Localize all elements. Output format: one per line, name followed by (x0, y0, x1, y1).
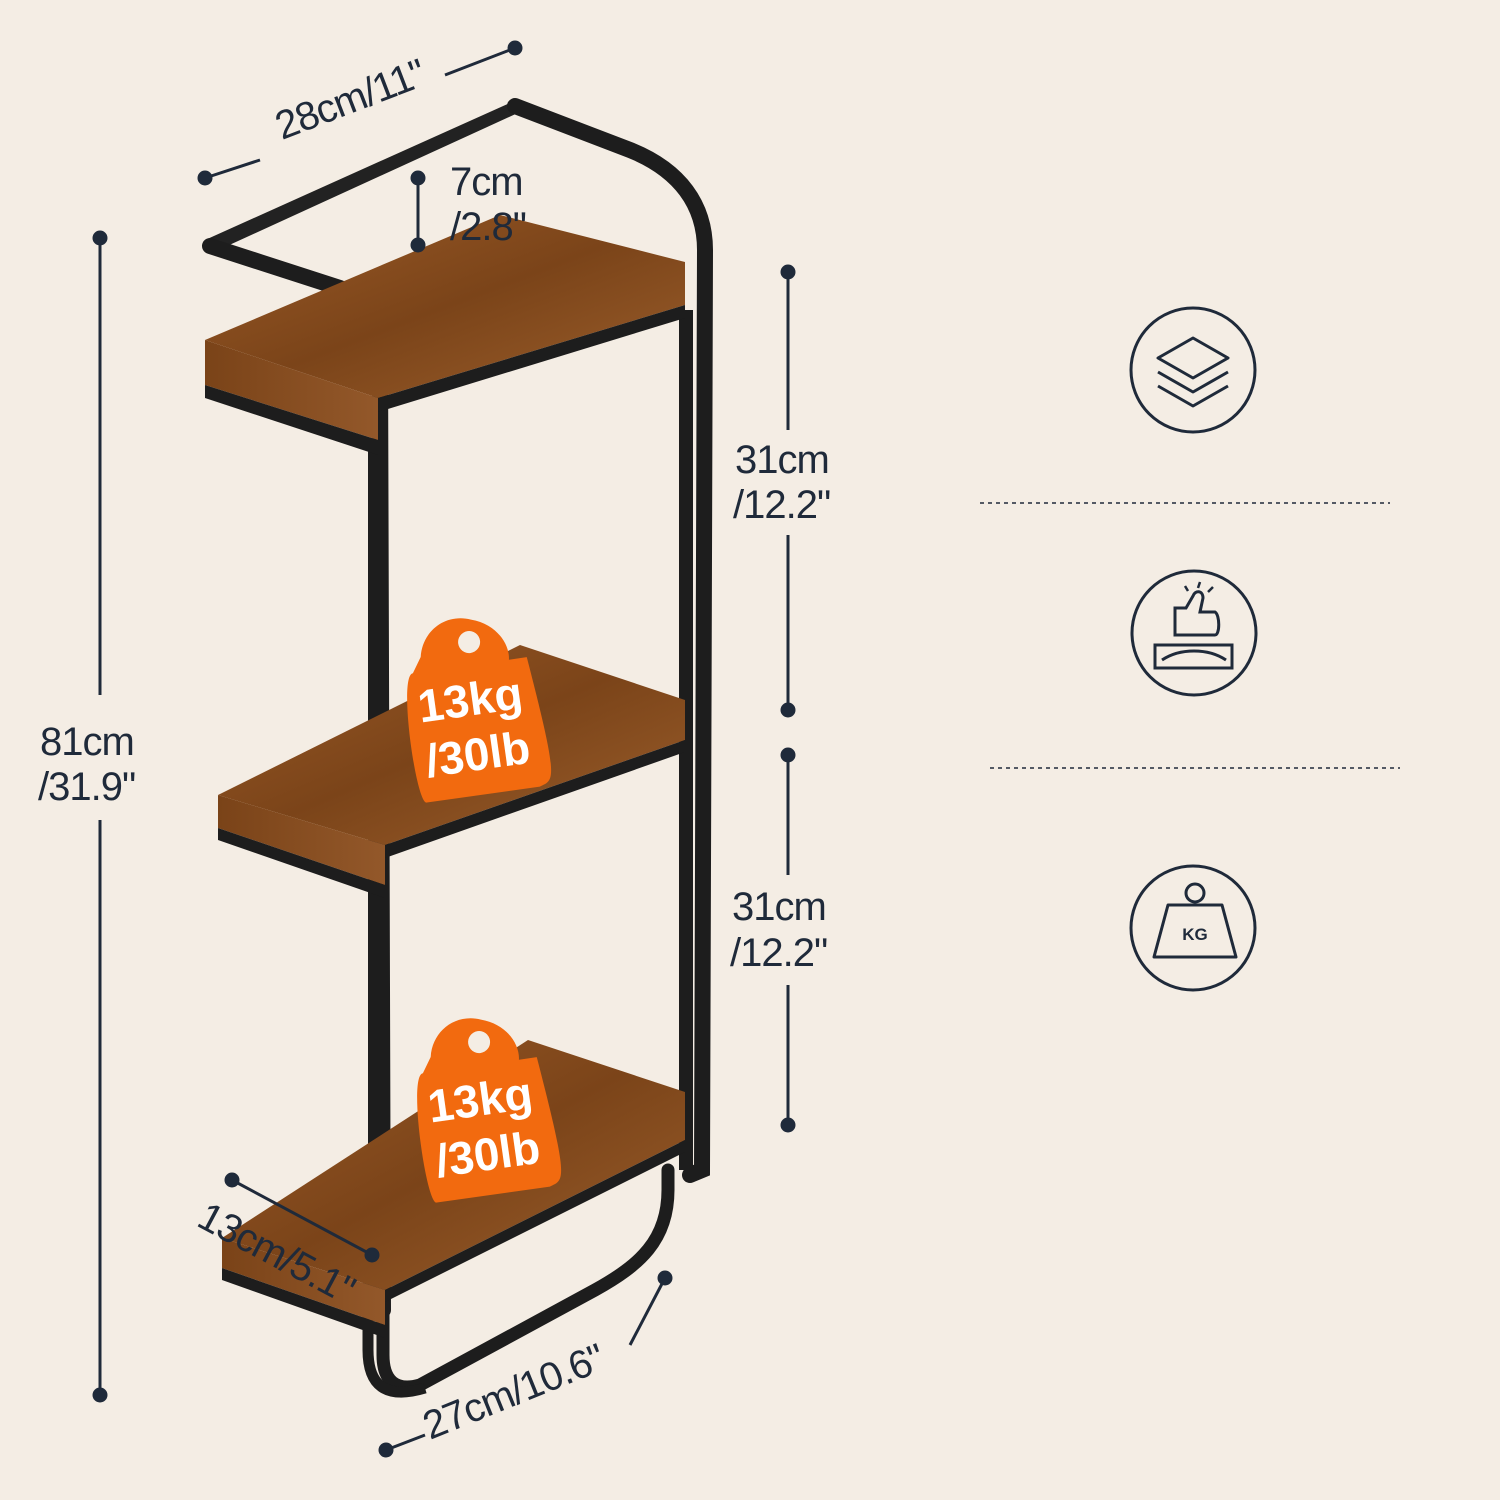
towel-bar-back (362, 1270, 427, 1398)
top-wall-bracket (205, 102, 520, 252)
weight-icon-label: KG (1182, 925, 1208, 944)
total-height-label: 81cm (40, 720, 134, 764)
load-badge-bottom: 13kg /30lb (417, 1018, 562, 1203)
thumbs-up-quality-icon (1130, 569, 1258, 697)
total-height-label-imperial: /31.9" (38, 765, 135, 809)
upper-spacing-label: 31cm (735, 438, 829, 482)
back-frame (507, 98, 714, 1183)
layers-icon (1129, 306, 1257, 434)
top-gap-label: 7cm (450, 160, 523, 204)
feature-icons: KG (980, 306, 1400, 992)
lower-spacing-label: 31cm (732, 885, 826, 929)
bottom-width-label: 27cm/10.6" (417, 1336, 611, 1448)
towel-bar (376, 1163, 675, 1394)
top-gap-label-imperial: /2.8" (450, 205, 526, 249)
load-badge-middle: 13kg /30lb (407, 618, 552, 803)
shelf-top (205, 215, 685, 455)
weight-kg-icon: KG (1129, 864, 1257, 992)
upper-spacing-label-imperial: /12.2" (733, 483, 830, 527)
lower-spacing-label-imperial: /12.2" (730, 931, 827, 975)
wall-shelf-unit: 13kg /30lb 13kg /30lb (202, 98, 714, 1398)
top-width-label: 28cm/11" (269, 51, 431, 148)
dimension-lines (92, 40, 796, 1458)
